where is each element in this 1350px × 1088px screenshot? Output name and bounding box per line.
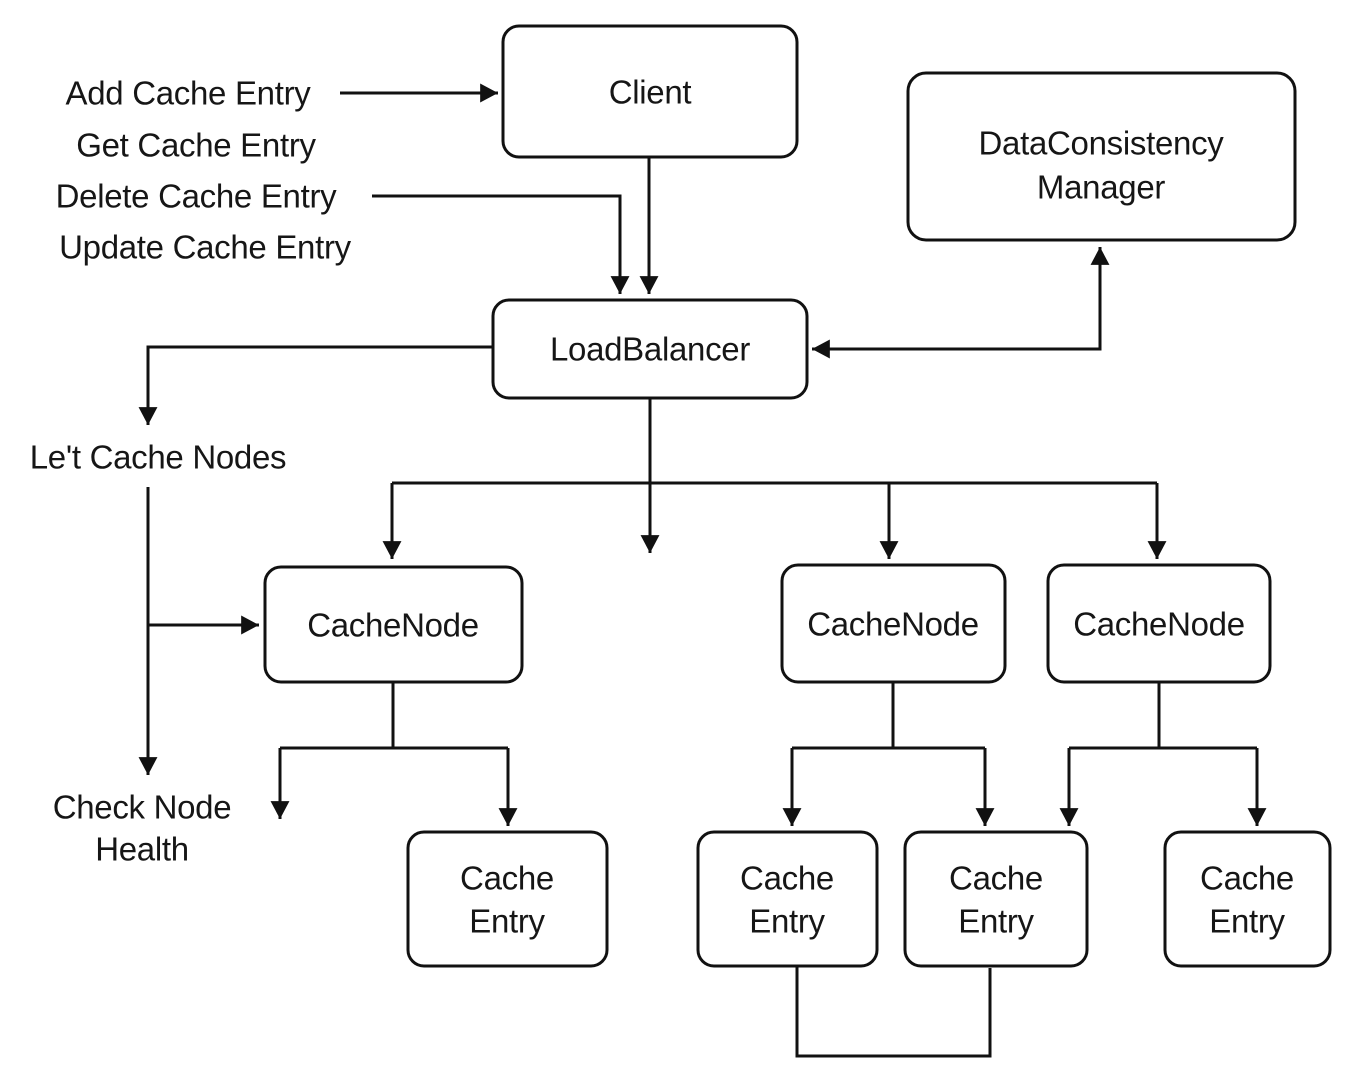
cache-entry-2-label-line1: Cache	[740, 860, 834, 897]
cache-entry-4-label-line2: Entry	[1209, 903, 1285, 940]
cache-entry-4-label-line1: Cache	[1200, 860, 1294, 897]
data-consistency-manager-label-line2: Manager	[1037, 169, 1165, 206]
cache-node-2-label: CacheNode	[807, 606, 979, 643]
list-cache-nodes-label: Le't Cache Nodes	[30, 439, 287, 476]
node-cache-node-3: CacheNode	[1046, 563, 1272, 684]
check-node-health-label-line2: Health	[95, 831, 189, 868]
node-cache-entry-4: Cache Entry	[1163, 830, 1332, 968]
client-box	[501, 24, 799, 159]
load-balancer-label: LoadBalancer	[550, 331, 750, 368]
cache-node-3-label: CacheNode	[1073, 606, 1245, 643]
node-cache-entry-1: Cache Entry	[406, 830, 609, 968]
cache-entry-3-label-line2: Entry	[958, 903, 1034, 940]
load-balancer-box	[491, 298, 809, 400]
operation-labels: Add Cache Entry Get Cache Entry Delete C…	[30, 75, 352, 868]
node-client: Client	[501, 24, 799, 159]
arrow-delete-cache-entry-to-loadbalancer	[372, 194, 630, 294]
delete-cache-entry-label: Delete Cache Entry	[56, 178, 338, 215]
cache-node-1-box	[263, 565, 524, 684]
node-data-consistency-manager: DataConsistency Manager	[906, 71, 1297, 242]
node-cache-entry-2: Cache Entry	[696, 830, 879, 968]
cache-node-1-label: CacheNode	[307, 607, 479, 644]
cache-entry-1-label-line2: Entry	[469, 903, 545, 940]
data-consistency-manager-label-line1: DataConsistency	[979, 125, 1225, 162]
node-load-balancer: LoadBalancer	[491, 298, 809, 400]
arrow-loadbalancer-dataconsistency-manager	[812, 247, 1110, 359]
client-label: Client	[609, 74, 692, 111]
cache-entry-3-box	[903, 830, 1089, 968]
data-consistency-manager-box	[906, 71, 1297, 242]
get-cache-entry-label: Get Cache Entry	[76, 127, 316, 164]
cache-entry-1-box	[406, 830, 609, 968]
cache-entry-2-box	[696, 830, 879, 968]
cache-entry-4-box	[1163, 830, 1332, 968]
cache-entry-3-label-line1: Cache	[949, 860, 1043, 897]
add-cache-entry-label: Add Cache Entry	[66, 75, 312, 112]
node-cache-node-1: CacheNode	[263, 565, 524, 684]
cache-entry-2-to-cache-entry-3-bottom-link	[795, 966, 992, 1058]
arrow-loadbalancer-to-list-cache-nodes	[138, 345, 493, 425]
update-cache-entry-label: Update Cache Entry	[59, 229, 352, 266]
connectors	[138, 83, 1267, 1058]
cache-entry-2-label-line2: Entry	[749, 903, 825, 940]
node-cache-entry-3: Cache Entry	[903, 830, 1089, 968]
check-node-health-label-line1: Check Node	[53, 789, 232, 826]
cache-node-3-box	[1046, 563, 1272, 684]
cache-entry-1-label-line1: Cache	[460, 860, 554, 897]
cache-node-2-box	[780, 563, 1007, 684]
node-cache-node-2: CacheNode	[780, 563, 1007, 684]
